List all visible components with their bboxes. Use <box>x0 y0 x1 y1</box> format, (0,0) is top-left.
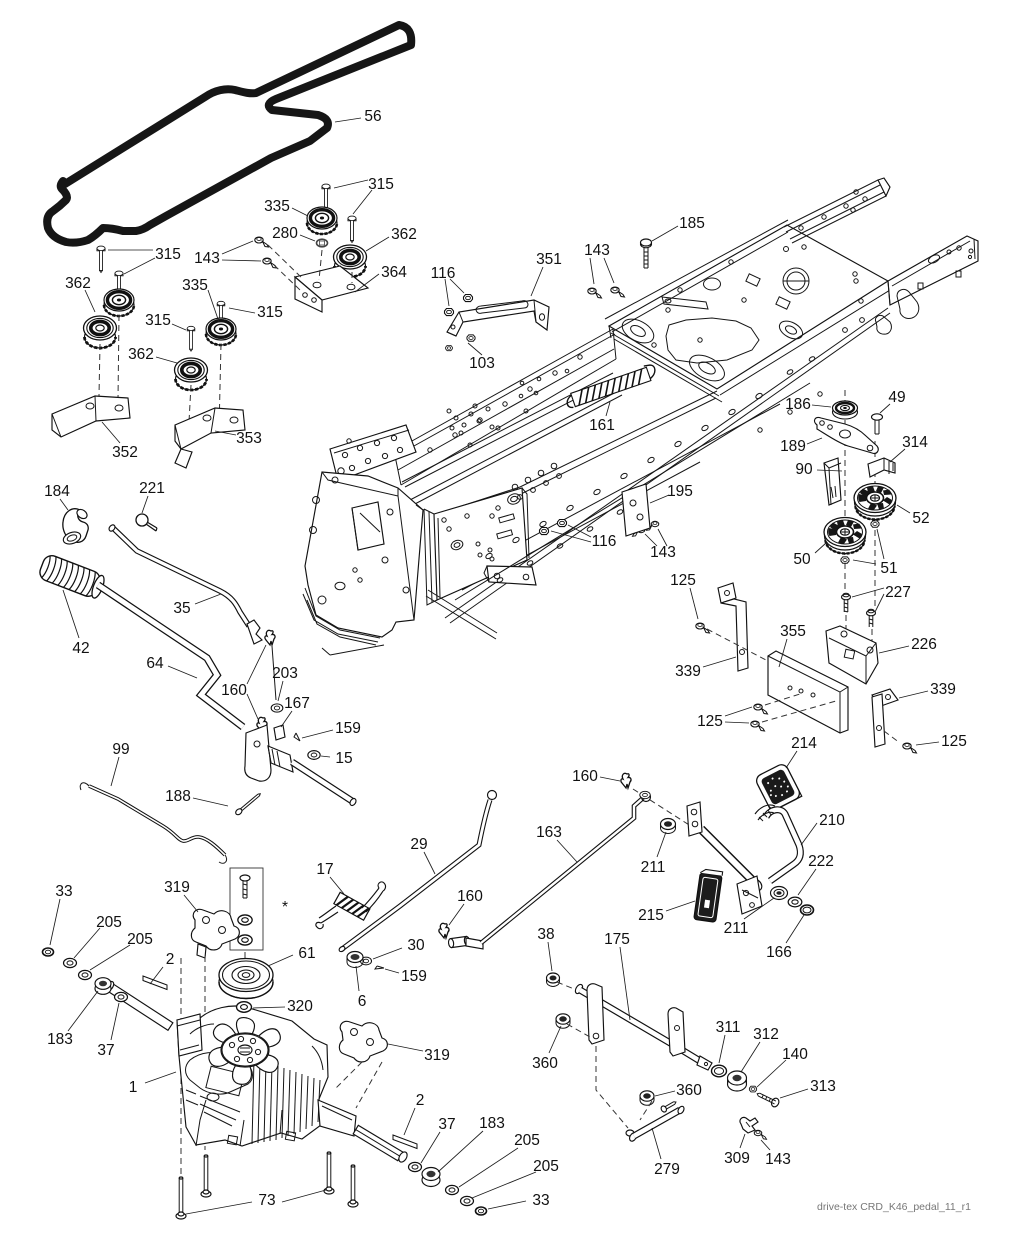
svg-text:37: 37 <box>438 1116 455 1133</box>
svg-text:125: 125 <box>670 572 696 589</box>
svg-text:215: 215 <box>638 907 664 924</box>
svg-text:143: 143 <box>194 250 220 267</box>
svg-text:37: 37 <box>97 1042 114 1059</box>
svg-text:6: 6 <box>358 993 367 1010</box>
svg-text:1: 1 <box>129 1079 138 1096</box>
svg-text:214: 214 <box>791 735 817 752</box>
svg-text:143: 143 <box>765 1151 791 1168</box>
svg-text:159: 159 <box>401 968 427 985</box>
svg-text:143: 143 <box>584 242 610 259</box>
svg-text:315: 315 <box>257 304 283 321</box>
svg-text:315: 315 <box>145 312 171 329</box>
svg-text:49: 49 <box>888 389 905 406</box>
svg-text:221: 221 <box>139 480 165 497</box>
svg-text:140: 140 <box>782 1046 808 1063</box>
svg-text:116: 116 <box>592 533 617 550</box>
svg-text:183: 183 <box>479 1115 505 1132</box>
svg-text:339: 339 <box>675 663 701 680</box>
svg-text:17: 17 <box>316 861 333 878</box>
svg-text:56: 56 <box>364 108 381 125</box>
svg-text:drive-tex CRD_K46_pedal_11_r1: drive-tex CRD_K46_pedal_11_r1 <box>817 1201 971 1213</box>
svg-text:185: 185 <box>679 215 705 232</box>
svg-text:125: 125 <box>697 713 723 730</box>
svg-text:226: 226 <box>911 636 937 653</box>
svg-text:352: 352 <box>112 444 138 461</box>
svg-text:188: 188 <box>165 788 191 805</box>
svg-text:143: 143 <box>650 544 676 561</box>
svg-text:360: 360 <box>532 1055 558 1072</box>
svg-text:319: 319 <box>164 879 190 896</box>
svg-text:211: 211 <box>641 859 666 876</box>
svg-text:186: 186 <box>785 396 811 413</box>
svg-text:362: 362 <box>391 226 417 243</box>
svg-text:211: 211 <box>724 920 749 937</box>
svg-text:61: 61 <box>298 945 315 962</box>
svg-text:51: 51 <box>880 560 897 577</box>
svg-text:163: 163 <box>536 824 562 841</box>
svg-text:35: 35 <box>173 600 190 617</box>
svg-text:189: 189 <box>780 438 806 455</box>
svg-text:99: 99 <box>112 741 129 758</box>
svg-text:320: 320 <box>287 998 313 1015</box>
svg-text:335: 335 <box>182 277 208 294</box>
svg-text:103: 103 <box>469 355 495 372</box>
svg-text:353: 353 <box>236 430 262 447</box>
svg-text:205: 205 <box>96 914 122 931</box>
svg-text:161: 161 <box>589 417 615 434</box>
svg-text:52: 52 <box>912 510 929 527</box>
svg-text:160: 160 <box>572 768 598 785</box>
svg-text:195: 195 <box>667 483 693 500</box>
svg-text:*: * <box>282 899 288 916</box>
svg-text:64: 64 <box>146 655 164 672</box>
svg-text:15: 15 <box>335 750 352 767</box>
svg-text:42: 42 <box>72 640 89 657</box>
svg-text:311: 311 <box>716 1019 741 1036</box>
svg-text:314: 314 <box>902 434 928 451</box>
svg-text:362: 362 <box>128 346 154 363</box>
svg-text:159: 159 <box>335 720 361 737</box>
svg-text:315: 315 <box>368 176 394 193</box>
svg-text:160: 160 <box>221 682 247 699</box>
svg-text:90: 90 <box>795 461 813 478</box>
svg-text:362: 362 <box>65 275 91 292</box>
svg-text:205: 205 <box>127 931 153 948</box>
svg-text:116: 116 <box>431 265 456 282</box>
svg-text:280: 280 <box>272 225 298 242</box>
svg-text:313: 313 <box>810 1078 836 1095</box>
svg-text:50: 50 <box>793 551 811 568</box>
svg-text:166: 166 <box>766 944 792 961</box>
svg-text:312: 312 <box>753 1026 779 1043</box>
svg-text:160: 160 <box>457 888 483 905</box>
svg-text:175: 175 <box>604 931 630 948</box>
svg-text:309: 309 <box>724 1150 750 1167</box>
svg-text:205: 205 <box>514 1132 540 1149</box>
svg-text:355: 355 <box>780 623 806 640</box>
svg-text:364: 364 <box>381 264 407 281</box>
svg-text:319: 319 <box>424 1047 450 1064</box>
svg-text:73: 73 <box>258 1192 275 1209</box>
svg-text:335: 335 <box>264 198 290 215</box>
svg-text:351: 351 <box>536 251 562 268</box>
svg-text:183: 183 <box>47 1031 73 1048</box>
svg-text:227: 227 <box>885 584 911 601</box>
svg-text:279: 279 <box>654 1161 680 1178</box>
svg-text:222: 222 <box>808 853 834 870</box>
svg-text:33: 33 <box>532 1192 549 1209</box>
svg-text:205: 205 <box>533 1158 559 1175</box>
svg-text:2: 2 <box>416 1092 425 1109</box>
svg-text:167: 167 <box>284 695 310 712</box>
svg-text:184: 184 <box>44 483 70 500</box>
svg-text:203: 203 <box>272 665 298 682</box>
svg-text:210: 210 <box>819 812 845 829</box>
svg-text:38: 38 <box>537 926 554 943</box>
svg-text:315: 315 <box>155 246 181 263</box>
svg-text:29: 29 <box>410 836 427 853</box>
svg-text:360: 360 <box>676 1082 702 1099</box>
svg-text:2: 2 <box>166 951 175 968</box>
svg-text:33: 33 <box>55 883 72 900</box>
svg-text:30: 30 <box>407 937 425 954</box>
svg-text:125: 125 <box>941 733 967 750</box>
svg-text:339: 339 <box>930 681 956 698</box>
